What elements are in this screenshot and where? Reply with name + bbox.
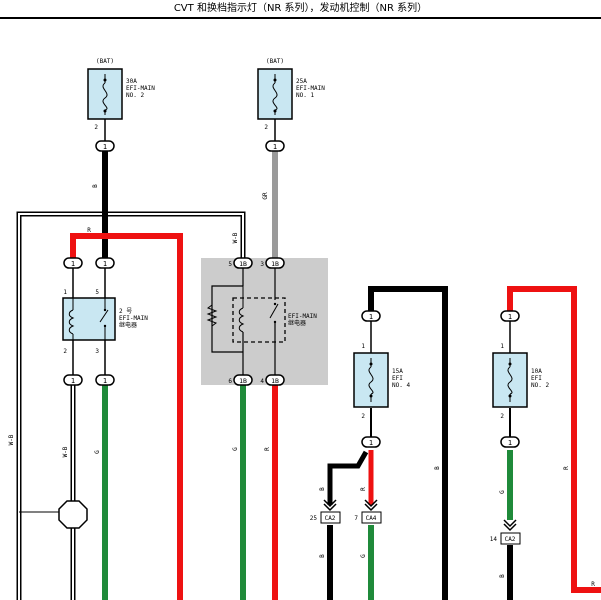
fuse-name2: NO. 1 — [296, 92, 314, 99]
fuse-conn: 1 — [103, 143, 107, 151]
connector-pin: 7 — [354, 515, 358, 522]
relay-conn: 1B — [271, 377, 279, 385]
relay-conn: 1 — [71, 377, 75, 385]
relay-pin: 5 — [228, 261, 232, 268]
relay-pin: 3 — [95, 348, 99, 355]
fuse-pin-top: 1 — [361, 343, 365, 350]
relay-label-1: 2 号 — [119, 308, 132, 315]
connector-name: CA2 — [325, 515, 336, 522]
relay-label-2: 继电器 — [288, 319, 306, 327]
wire-label: G — [499, 490, 506, 494]
wire-label: B — [499, 574, 506, 578]
connector-ca4: CA4 7 — [354, 499, 382, 524]
relay-label-2: EFI-MAIN — [119, 315, 148, 322]
wire-label: R — [264, 447, 271, 451]
wire-label: B — [319, 554, 326, 558]
fuse-name2: NO. 2 — [126, 92, 144, 99]
fuse-conn-top: 1 — [369, 313, 373, 321]
relay-conn: 1 — [103, 377, 107, 385]
fuse-25a: (BAT) 25A EFI-MAIN NO. 1 2 1 — [257, 58, 325, 152]
fuse-name1: EFI-MAIN — [296, 85, 325, 92]
relay-label-1: EFI-MAIN — [288, 313, 317, 320]
relay-conn: 1 — [71, 260, 75, 268]
fuse-name1: EFI — [392, 375, 403, 382]
connector-pin: 14 — [490, 536, 498, 543]
wire-label: R — [563, 466, 570, 470]
relay-pin: 4 — [260, 378, 264, 385]
fuse-rating: 30A — [126, 78, 137, 85]
relay-conn: 1B — [271, 260, 279, 268]
wire-r-top-left — [70, 233, 183, 600]
fuse-pin-bottom: 2 — [500, 413, 504, 420]
fuse-name1: EFI — [531, 375, 542, 382]
fuse-supply: (BAT) — [96, 58, 114, 65]
wire-label: B — [434, 466, 441, 470]
fuse-pin-bottom: 2 — [361, 413, 365, 420]
wire-label: W-B — [62, 446, 69, 457]
fuse-pin-top: 1 — [500, 343, 504, 350]
wire-b-split — [327, 450, 369, 505]
relay-conn: 1B — [239, 377, 247, 385]
fuse-15a: 1 1 15A EFI NO. 4 2 1 — [353, 310, 410, 448]
title-rule — [0, 17, 601, 19]
relay-box — [201, 258, 328, 385]
wire-r-10a-top — [507, 286, 601, 593]
wire-label: B — [92, 184, 99, 188]
page-title: CVT 和换档指示灯（NR 系列），发动机控制（NR 系列） — [173, 3, 428, 14]
connector-ca2-right: CA2 14 — [490, 519, 521, 545]
relay-pin: 2 — [63, 348, 67, 355]
connector-ca2-left: CA2 25 — [310, 499, 341, 524]
ground-junction — [58, 500, 88, 529]
wire-label: GR — [262, 192, 269, 200]
wire-wb-loop — [16, 211, 246, 600]
fuse-conn: 1 — [273, 143, 277, 151]
fuse-30a: (BAT) 30A EFI-MAIN NO. 2 2 1 — [87, 58, 155, 152]
connector-pin: 25 — [310, 515, 318, 522]
fuse-pin: 2 — [94, 124, 98, 131]
relay-pin: 3 — [260, 261, 264, 268]
wire-label: G — [94, 450, 101, 454]
relay-pin: 1 — [63, 289, 67, 296]
fuse-10a: 1 1 10A EFI NO. 2 2 1 — [492, 310, 549, 448]
relay-conn: 1 — [103, 260, 107, 268]
wire-label: R — [87, 227, 91, 234]
wire-label: W-B — [232, 232, 239, 243]
fuse-name1: EFI-MAIN — [126, 85, 155, 92]
fuse-name2: NO. 4 — [392, 382, 410, 389]
wire-label: R — [360, 487, 367, 491]
fuse-rating: 15A — [392, 368, 403, 375]
fuse-supply: (BAT) — [266, 58, 284, 65]
wire-label: W-B — [8, 434, 15, 445]
relay-pin: 6 — [228, 378, 232, 385]
fuse-conn-top: 1 — [508, 313, 512, 321]
fuse-rating: 25A — [296, 78, 307, 85]
wire-label: G — [360, 554, 367, 558]
relay-pin: 5 — [95, 289, 99, 296]
wire-label: R — [591, 581, 595, 588]
fuse-rating: 10A — [531, 368, 542, 375]
fuse-conn-bottom: 1 — [369, 439, 373, 447]
relay-efi-main: 1B 1B 5 3 EFI-MAIN 继电器 1B 1B 6 4 — [206, 257, 317, 386]
fuse-pin: 2 — [264, 124, 268, 131]
fuse-conn-bottom: 1 — [508, 439, 512, 447]
relay-conn: 1B — [239, 260, 247, 268]
connector-name: CA2 — [505, 536, 516, 543]
wire-label: G — [232, 447, 239, 451]
wire-label: B — [319, 487, 326, 491]
relay-label-3: 继电器 — [119, 321, 137, 329]
connector-name: CA4 — [366, 515, 377, 522]
wire-b-15a-top — [368, 286, 448, 600]
relay-no2: 1 1 1 5 2 号 EFI-MAIN 继电器 2 3 1 1 — [62, 257, 148, 386]
fuse-name2: NO. 2 — [531, 382, 549, 389]
